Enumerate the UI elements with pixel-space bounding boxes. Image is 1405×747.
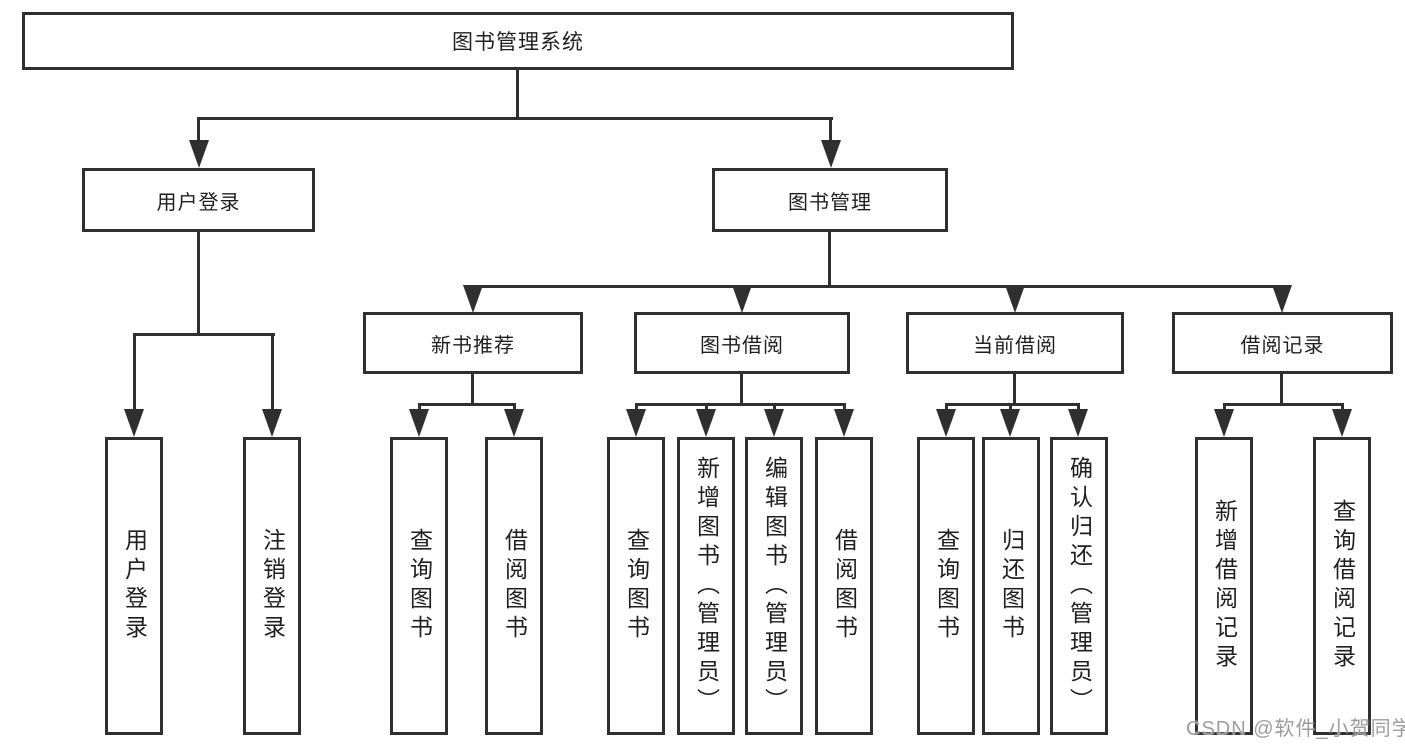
node-library-management-system: 图书管理系统	[22, 12, 1014, 70]
connector-line	[635, 403, 846, 406]
node-borrow-books-recommend: 借阅图书	[485, 437, 543, 735]
node-book-management-branch: 图书管理	[712, 168, 948, 232]
connector-line	[516, 67, 519, 119]
arrow-down-icon	[626, 409, 646, 437]
node-query-books-recommend: 查询图书	[390, 437, 448, 735]
node-label: 新书推荐	[431, 334, 515, 357]
connector-line	[705, 403, 708, 413]
node-label: 当前借阅	[973, 334, 1057, 357]
node-current-borrowing: 当前借阅	[906, 312, 1124, 374]
node-label: 借阅记录	[1240, 334, 1325, 357]
arrow-down-icon	[1272, 285, 1292, 313]
connector-line	[133, 333, 136, 413]
node-label: 查询图书	[406, 528, 433, 644]
arrow-down-icon	[936, 409, 956, 437]
node-query-borrow-record: 查询借阅记录	[1313, 437, 1371, 735]
node-label: 查询图书	[623, 528, 650, 644]
connector-line	[271, 333, 274, 413]
connector-line	[740, 372, 743, 406]
connector-line	[1223, 403, 1344, 406]
arrow-down-icon	[409, 409, 429, 437]
node-label: 查询图书	[933, 528, 960, 644]
arrow-down-icon	[834, 409, 854, 437]
arrow-down-icon	[1000, 409, 1020, 437]
node-label: 归还图书	[998, 528, 1025, 644]
node-new-book-recommend: 新书推荐	[363, 312, 583, 374]
node-label: 图书借阅	[700, 334, 784, 357]
node-confirm-return-admin: 确认归还（管理员）	[1050, 437, 1108, 735]
connector-line	[418, 403, 516, 406]
node-add-books-admin: 新增图书（管理员）	[677, 437, 735, 735]
node-query-books-current: 查询图书	[917, 437, 975, 735]
connector-line	[1223, 403, 1226, 413]
connector-line	[829, 117, 832, 143]
node-label: 图书管理系统	[452, 31, 584, 54]
node-user-login-leaf: 用户登录	[105, 437, 163, 735]
node-label: 新增借阅记录	[1211, 499, 1238, 673]
node-book-borrowing: 图书借阅	[634, 312, 850, 374]
node-label: 用户登录	[156, 191, 241, 214]
node-add-borrow-record: 新增借阅记录	[1195, 437, 1253, 735]
connector-line	[1341, 403, 1344, 413]
arrow-down-icon	[262, 409, 282, 437]
connector-line	[945, 403, 1080, 406]
connector-line	[945, 403, 948, 413]
arrow-down-icon	[696, 409, 716, 437]
connector-line	[471, 372, 474, 406]
connector-line	[1013, 372, 1016, 406]
connector-line	[197, 117, 833, 120]
node-logout: 注销登录	[243, 437, 301, 735]
node-user-login-branch: 用户登录	[82, 168, 315, 232]
connector-line	[133, 333, 275, 336]
node-label: 确认归还（管理员）	[1066, 455, 1093, 717]
connector-line	[197, 230, 200, 336]
node-edit-books-admin: 编辑图书（管理员）	[745, 437, 803, 735]
node-label: 注销登录	[259, 528, 286, 644]
arrow-down-icon	[1332, 409, 1352, 437]
node-label: 查询借阅记录	[1329, 499, 1356, 673]
arrow-down-icon	[1214, 409, 1234, 437]
node-label: 编辑图书（管理员）	[761, 455, 788, 717]
connector-line	[1077, 403, 1080, 413]
node-label: 图书管理	[788, 191, 872, 214]
connector-line	[635, 403, 638, 413]
node-label: 借阅图书	[501, 528, 528, 644]
arrow-down-icon	[732, 285, 752, 313]
arrow-down-icon	[821, 140, 841, 168]
node-query-books-borrowing: 查询图书	[607, 437, 665, 735]
arrow-down-icon	[764, 409, 784, 437]
connector-line	[197, 117, 200, 143]
node-label: 用户登录	[121, 528, 148, 644]
node-label: 新增图书（管理员）	[693, 455, 720, 717]
arrow-down-icon	[463, 285, 483, 313]
node-borrowing-records: 借阅记录	[1172, 312, 1393, 374]
arrow-down-icon	[124, 409, 144, 437]
connector-line	[1280, 372, 1283, 406]
arrow-down-icon	[189, 140, 209, 168]
connector-line	[1009, 403, 1012, 413]
arrow-down-icon	[1005, 285, 1025, 313]
arrow-down-icon	[504, 409, 524, 437]
connector-line	[843, 403, 846, 413]
node-borrow-books: 借阅图书	[815, 437, 873, 735]
csdn-watermark: CSDN @软件_小贺同学	[1186, 718, 1405, 740]
connector-line	[471, 285, 1284, 288]
connector-line	[513, 403, 516, 413]
connector-line	[418, 403, 421, 413]
connector-line	[828, 230, 831, 288]
arrow-down-icon	[1068, 409, 1088, 437]
connector-line	[773, 403, 776, 413]
node-return-books: 归还图书	[982, 437, 1040, 735]
node-label: 借阅图书	[831, 528, 858, 644]
